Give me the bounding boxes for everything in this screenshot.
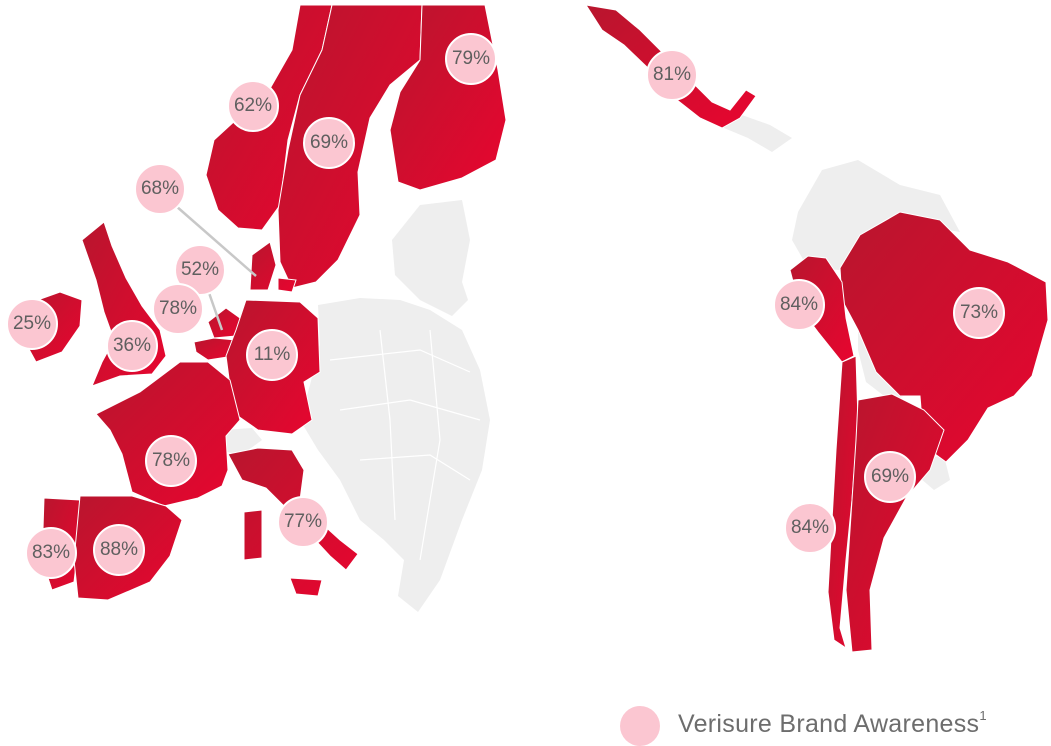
badge-chile: 84% [784, 502, 836, 554]
badge-united-kingdom: 36% [106, 320, 158, 372]
legend-label-text: Verisure Brand Awareness [678, 710, 980, 738]
country-argentina [845, 393, 945, 653]
badge-belgium: 78% [152, 283, 204, 335]
legend-swatch [620, 706, 660, 746]
badge-ireland: 25% [6, 298, 58, 350]
badge-denmark: 68% [134, 163, 186, 215]
badge-brazil: 73% [953, 287, 1005, 339]
badge-italy: 77% [277, 496, 329, 548]
badge-portugal: 83% [25, 527, 77, 579]
badge-peru: 84% [773, 279, 825, 331]
legend-label: Verisure Brand Awareness1 [678, 708, 987, 739]
non-market-europe [222, 200, 490, 612]
country-italy [227, 447, 359, 597]
badge-argentina: 69% [864, 451, 916, 503]
badge-finland: 79% [445, 33, 497, 85]
badge-germany: 11% [246, 329, 298, 381]
badge-france: 78% [145, 435, 197, 487]
badge-mexico: 81% [646, 49, 698, 101]
non-market-borders [329, 329, 481, 561]
leader-line-netherlands [206, 289, 224, 331]
country-france [95, 361, 241, 507]
country-brazil [839, 211, 1049, 463]
legend-footnote: 1 [979, 708, 987, 723]
badge-spain: 88% [93, 524, 145, 576]
leader-lines [175, 205, 257, 331]
leader-line-denmark [175, 205, 257, 277]
badge-norway: 62% [227, 80, 279, 132]
country-denmark [249, 241, 297, 293]
badge-sweden: 69% [303, 117, 355, 169]
